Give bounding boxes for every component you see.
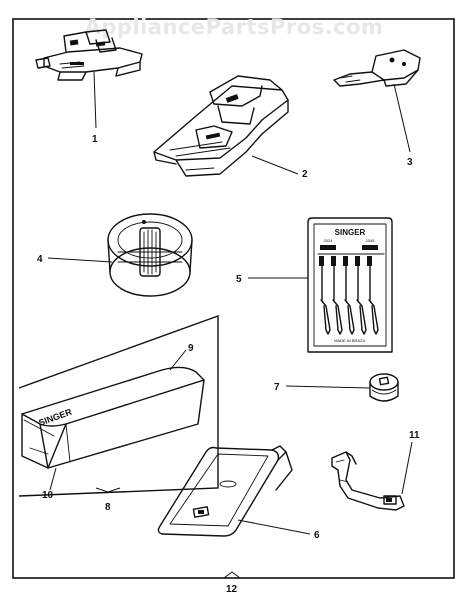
part-3-zipper-foot[interactable]	[333, 49, 421, 87]
needle-card-footer: MADE IN BRAZIL	[334, 338, 367, 343]
callout-5: 5	[236, 274, 242, 285]
callout-10: 10	[42, 490, 54, 501]
callout-2: 2	[302, 169, 308, 180]
callout-12: 12	[226, 584, 238, 595]
callout-11: 11	[409, 430, 420, 441]
leader-8	[95, 487, 121, 493]
part-1-presser-foot[interactable]	[35, 29, 143, 81]
watermark: AppliancePartsPros.com	[85, 15, 384, 39]
callout-6: 6	[314, 530, 320, 541]
leader-2	[251, 155, 299, 175]
needle-card-size-right: 2045	[366, 238, 376, 243]
case-brand: SINGER	[37, 407, 73, 428]
part-7-spool-cap[interactable]	[369, 373, 399, 402]
part-8-accessory-case[interactable]: SINGER	[21, 366, 205, 469]
callout-3: 3	[407, 157, 413, 168]
part-11-bracket[interactable]	[331, 451, 405, 511]
leader-7	[285, 385, 371, 389]
callout-4: 4	[37, 254, 43, 265]
case-panel	[18, 315, 219, 497]
leader-1	[93, 71, 97, 129]
needle-card-brand: SINGER	[335, 228, 366, 237]
leader-6	[237, 519, 311, 535]
callout-1: 1	[92, 134, 98, 145]
leader-12	[223, 571, 241, 579]
needles	[319, 256, 379, 335]
callout-7: 7	[274, 382, 280, 393]
part-5-needle-card[interactable]: SINGER 2024 2045 MADE IN BRAZIL	[307, 217, 393, 353]
part-4-bobbin[interactable]	[107, 213, 193, 297]
callout-9: 9	[188, 343, 194, 354]
part-6-darning-plate[interactable]	[157, 445, 293, 537]
leader-4	[47, 257, 113, 263]
leader-3	[393, 83, 411, 153]
leader-11	[401, 441, 413, 495]
needle-card-size-left: 2024	[324, 238, 334, 243]
leader-10	[49, 467, 57, 491]
callout-8: 8	[105, 502, 111, 513]
part-2-presser-foot[interactable]	[153, 75, 289, 177]
leader-9	[169, 349, 187, 371]
diagram-frame	[12, 18, 455, 579]
